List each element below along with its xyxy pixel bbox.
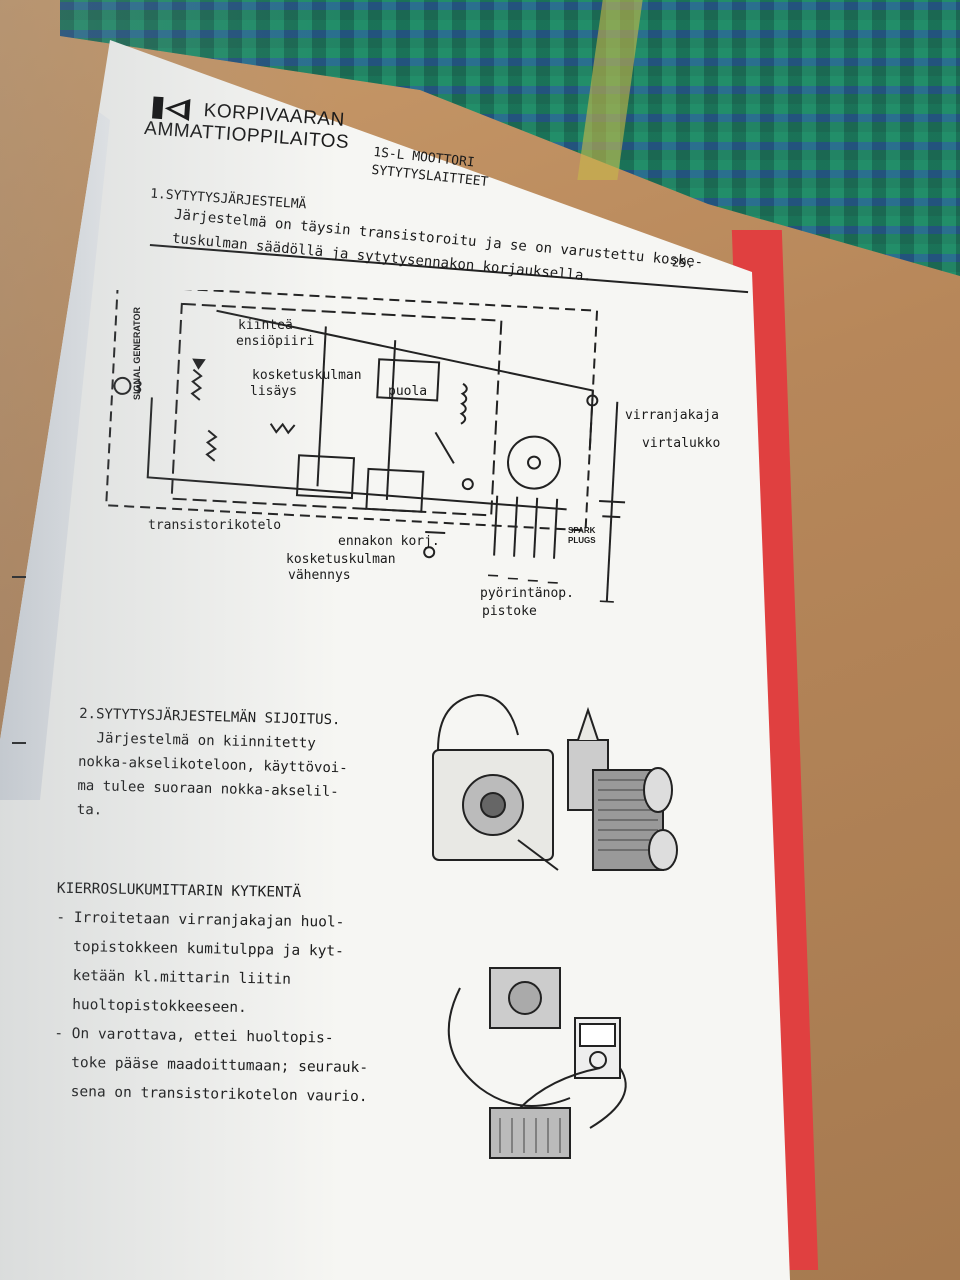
ignition-wiring-diagram: SIGNAL GENERATOR kiinteä ensiöpiiri kosk… — [90, 284, 740, 630]
label-lisays: lisäys — [250, 384, 297, 399]
label-kosketuskulman: kosketuskulman — [252, 368, 362, 383]
engine-distributor-illustration — [432, 693, 678, 871]
section2: 2.SYTYTYSJÄRJESTELMÄN SIJOITUS. Järjeste… — [77, 702, 420, 830]
coil-box — [376, 358, 441, 402]
margin-mark — [12, 576, 26, 578]
label-transistorikotelo: transistorikotelo — [148, 518, 282, 533]
label-ensiopiiri: ensiöpiiri — [236, 334, 315, 349]
tachometer-connection-illustration — [447, 967, 627, 1159]
school-logo: KORPIVAARAN AMMATTIOPPILAITOS — [144, 94, 372, 179]
section1-paragraph: Järjestelmä on täysin transistoroitu ja … — [171, 203, 733, 302]
label-pyorintanop: pyörintänop. — [480, 586, 574, 601]
label-vahennys: vähennys — [288, 568, 351, 583]
label-pistoke: pistoke — [482, 604, 537, 619]
label-ennakon-korj: ennakon korj. — [338, 534, 440, 549]
label-puola: puola — [388, 384, 428, 399]
margin-mark — [12, 742, 26, 744]
chapter-header: 1S-L MOOTTORI SYTYTYSLAITTEET — [370, 144, 491, 192]
label-virtalukko: virtalukko — [642, 436, 721, 451]
signal-generator-label: SIGNAL GENERATOR — [132, 306, 142, 400]
distributor-symbol — [507, 435, 562, 490]
transistor-box-outline — [105, 284, 599, 532]
circuit-schematic — [105, 284, 626, 603]
logo-mark-icon — [152, 96, 191, 122]
label-virranjakaja: virranjakaja — [625, 408, 719, 423]
label-kiintea: kiinteä — [238, 318, 293, 333]
section3: KIERROSLUKUMITTARIN KYTKENTÄ - Irroiteta… — [53, 875, 437, 1114]
section3-line7: sena on transistorikotelon vaurio. — [53, 1083, 368, 1106]
label-kosketuskulman-2: kosketuskulman — [286, 552, 396, 567]
